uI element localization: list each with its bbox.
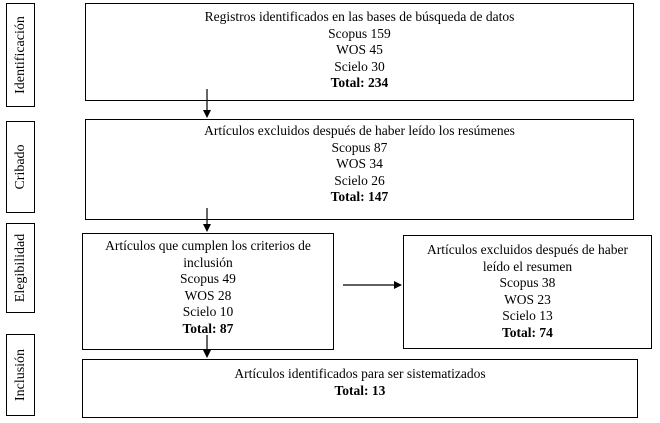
eligibility-excluded-title-line2: leído el resumen [482,258,573,274]
eligibility-excluded-scopus: Scopus 38 [499,275,556,290]
stage-inclusion-label: Inclusión [12,348,28,402]
stage-inclusion: Inclusión [6,334,35,416]
identified-total: Total: 234 [330,75,389,90]
identified-title: Registros identificados en las bases de … [204,9,515,24]
eligible-title-line1: Artículos que cumplen los criterios de [105,238,311,253]
included-total: Total: 13 [334,382,386,398]
eligibility-excluded-box: Artículos excluidos después de haber leí… [403,235,652,349]
included-box: Artículos identificados para ser sistema… [82,359,638,418]
stage-identificacion: Identificación [6,3,35,107]
identified-records-box: Registros identificados en las bases de … [85,3,634,101]
stage-identificacion-label: Identificación [12,16,28,94]
screened-total: Total: 147 [330,189,389,204]
included-title: Artículos identificados para ser sistema… [234,366,486,381]
identified-scielo: Scielo 30 [334,58,385,74]
stage-cribado-label: Cribado [12,144,28,190]
screened-scopus: Scopus 87 [331,139,388,155]
eligibility-excluded-title-line1: Artículos excluidos después de haber [427,242,628,257]
identified-scopus: Scopus 159 [328,25,391,41]
screened-title: Artículos excluidos después de haber leí… [204,123,515,138]
eligible-scielo: Scielo 10 [182,304,234,319]
screened-scielo: Scielo 26 [334,172,385,188]
stage-cribado: Cribado [6,121,35,213]
identified-wos: WOS 45 [336,42,383,57]
screened-excluded-box: Artículos excluidos después de haber leí… [85,119,634,220]
eligible-scopus: Scopus 49 [180,271,236,286]
eligible-box: Artículos que cumplen los criterios de i… [82,233,334,350]
eligibility-excluded-scielo: Scielo 13 [502,308,553,323]
stage-elegibilidad-label: Elegibilidad [12,233,28,303]
eligibility-excluded-total: Total: 74 [502,324,553,340]
eligible-title-line2: inclusión [183,254,233,270]
eligible-wos: WOS 28 [184,287,232,303]
screened-wos: WOS 34 [336,156,383,171]
stage-elegibilidad: Elegibilidad [6,223,35,313]
eligible-total: Total: 87 [182,320,234,336]
eligibility-excluded-wos: WOS 23 [504,291,551,307]
